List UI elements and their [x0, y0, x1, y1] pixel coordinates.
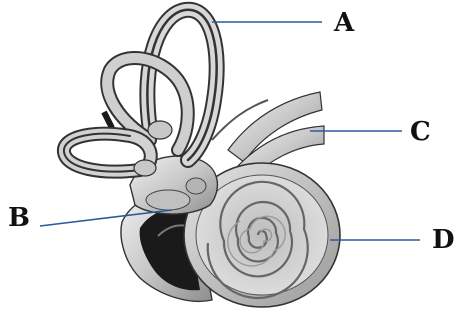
label-a: A: [333, 8, 355, 38]
label-d: D: [432, 225, 455, 255]
semicircular-canals: [64, 10, 217, 176]
label-c: C: [410, 117, 431, 147]
label-b: B: [8, 203, 30, 233]
